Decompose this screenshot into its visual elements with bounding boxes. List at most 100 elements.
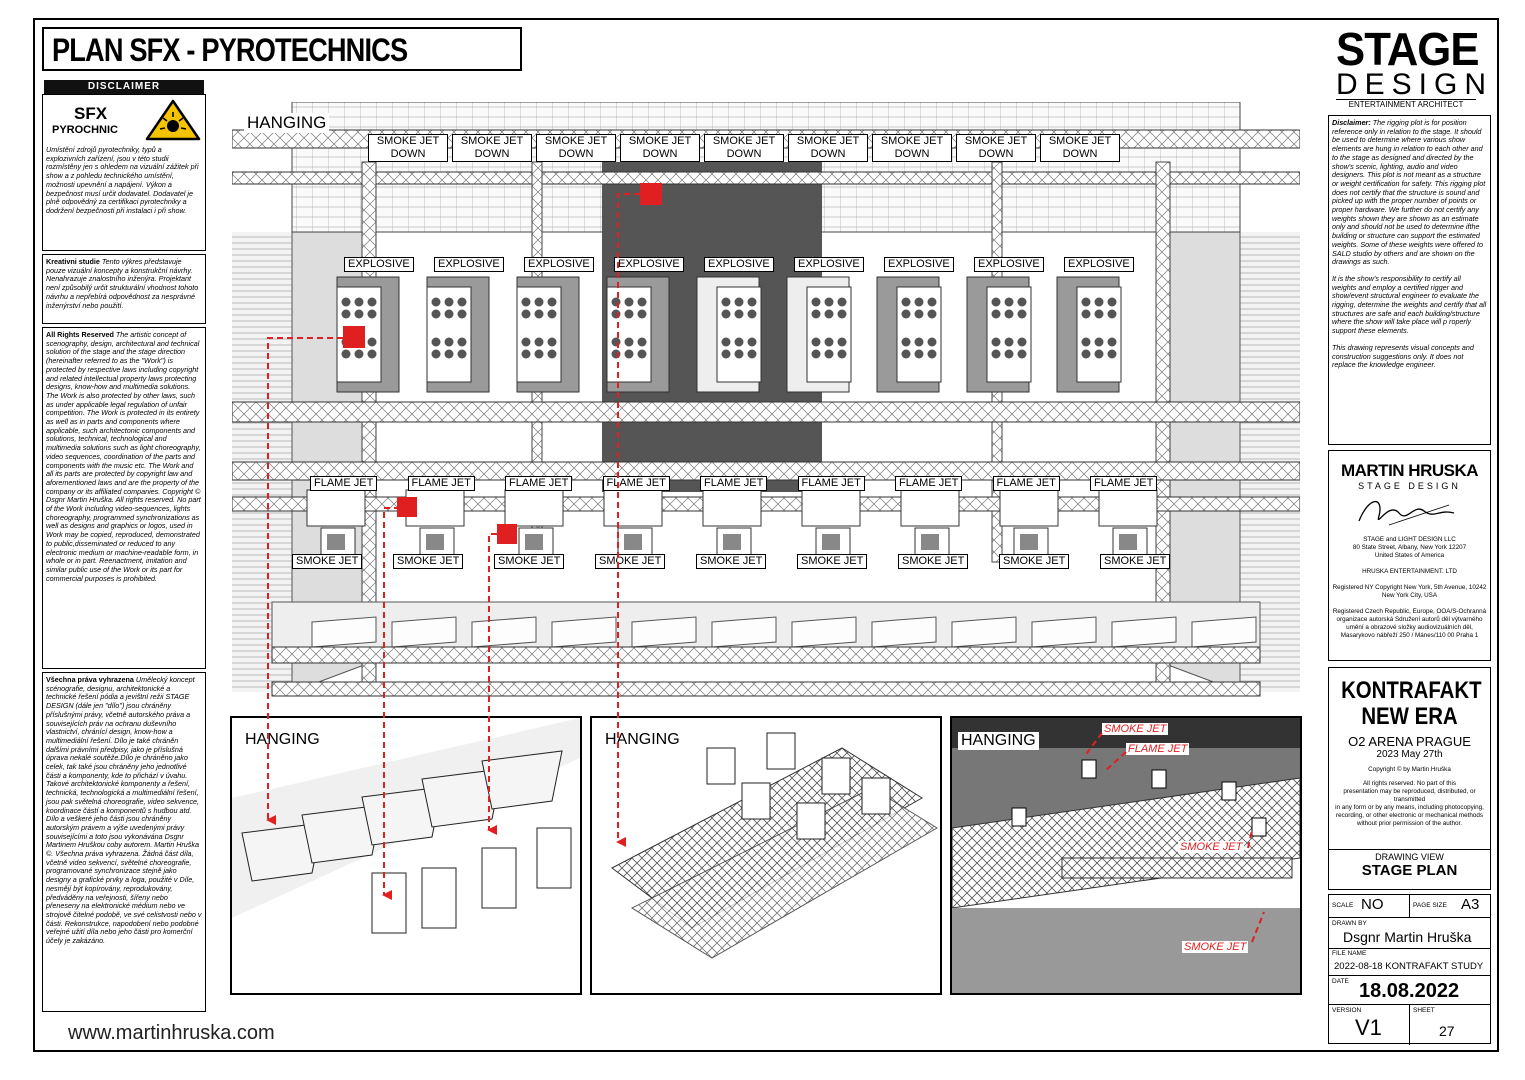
company-line: Registered NY Copyright New York, 5th Av… [1332,584,1487,591]
smoke-jet-tag: SMOKE JET [999,554,1070,569]
explosive-box [336,276,400,393]
vsechna-title: Všechna práva vyhrazena [46,675,134,684]
right-disclaimer-text: The rigging plot is for position referen… [1332,118,1486,267]
flame-jet-tag: FLAME JET [407,476,475,491]
explosive-box [606,276,670,393]
front-panel [1191,616,1257,648]
title-box: PLAN SFX - PYROTECHNICS [42,27,522,71]
panel-3-label: HANGING [958,732,1039,750]
panel-2-drawing [592,718,940,993]
title-block: SCALE NO PAGE SIZE A3 DRAWN BY Dsgnr Mar… [1328,894,1491,1045]
panel-3-callout-smoke-jet-1: SMOKE JET [1102,723,1169,735]
panel-2-box [706,747,736,785]
disclaimer-header: DISCLAIMER [44,80,204,94]
panel-1-unit [371,872,407,934]
panel-1-box [361,786,443,846]
company-line: United States of America [1374,552,1445,559]
company-line: organizace autorská Sdružení autorů děl … [1336,616,1483,623]
front-panel [311,616,377,648]
flame-jet-tag: FLAME JET [700,476,768,491]
explosive-tag: EXPLOSIVE [974,257,1044,272]
panel-3-callout-flame-jet: FLAME JET [1126,743,1190,755]
explosive-box [876,276,942,393]
smoke-jet-tag: SMOKE JET [898,554,969,569]
flame-smoke-unit [405,489,465,559]
explosive-tag: EXPLOSIVE [344,257,414,272]
front-panel [471,616,537,648]
smoke-jet-tag: SMOKE JET [696,554,767,569]
panel-1 [230,716,582,995]
flame-smoke-unit [900,489,960,559]
panel-1-drawing [232,718,580,993]
company-box: MARTIN HRUSKA STAGE DESIGN STAGE and LIG… [1328,450,1491,661]
drawing-frame [33,18,1499,1052]
panel-2-box [796,802,826,840]
explosive-box [696,276,762,393]
panel-3-drawing [952,718,1300,993]
explosive-tag: EXPLOSIVE [794,257,864,272]
company-line: 80 State Street, Albany, New York 12207 [1352,544,1467,551]
explosive-tag: EXPLOSIVE [884,257,954,272]
disclaimer-box: Disclaimer: The rigging plot is for posi… [1328,115,1491,445]
explosive-tag: EXPLOSIVE [1064,257,1134,272]
company-line [1329,600,1490,608]
signature [1358,500,1455,526]
vsechna-box: Všechna práva vyhrazena Umělecký koncept… [42,672,206,1012]
flame-jet-tag: FLAME JET [310,476,378,491]
front-panel [791,616,857,648]
flame-jet-tag: FLAME JET [992,476,1060,491]
flame-smoke-unit [999,489,1059,559]
flame-jet-tag: FLAME JET [895,476,963,491]
sfx-title: SFX [74,104,108,123]
kreativni-title: Kreativni studie [46,257,100,266]
panel-1-label: HANGING [242,731,323,749]
explosive-box [426,276,490,393]
company-line: New York City, USA [1381,592,1438,599]
company-line: umění a obrazové složky audiovizuálních … [1346,624,1473,631]
copyright-line: presentation may be reproduced, distribu… [1343,788,1476,795]
smoke-jet-tag: SMOKE JET [292,554,363,569]
flame-jet-tag: FLAME JET [797,476,865,491]
kreativni-box: Kreativni studie Tento výkres představuj… [42,254,206,324]
rights-box: All Rights Reserved The artistic concept… [42,327,206,669]
sfx-text: Umístění zdrojů pyrotechniky, typů a exp… [46,145,199,215]
explosive-box [1056,276,1122,393]
front-panel [631,616,697,648]
front-panel [951,616,1017,648]
explosive-tag: EXPLOSIVE [524,257,594,272]
panel-3 [950,716,1302,995]
explosive-warning-icon [145,99,201,141]
explosive-box [966,276,1032,393]
flame-smoke-unit [504,489,564,559]
rights-text: The artistic concept of scenography, des… [46,330,201,583]
front-panel [1031,616,1097,648]
kreativni-text: Tento výkres představuje pouze vizuální … [46,257,199,310]
copyright-line: without prior permission of the author. [1356,820,1462,827]
smoke-jet-tag: SMOKE JET [494,554,565,569]
panel-1-unit [421,867,457,929]
flame-smoke-unit [801,489,861,559]
panel-2-label: HANGING [602,731,683,749]
panel-2-box [821,757,851,795]
flame-jet-tag: FLAME JET [505,476,573,491]
website-link[interactable]: www.martinhruska.com [68,1022,275,1044]
explosive-boxes [336,276,1122,393]
panel-3-callout-smoke-jet-2: SMOKE JET [1178,841,1245,853]
right-disclaimer-title: Disclaimer: [1332,118,1371,127]
explosive-tag: EXPLOSIVE [434,257,504,272]
right-disclaimer-text-2: It is the show's responsibility to certi… [1332,273,1487,336]
main-stage-drawing [232,102,1300,702]
vsechna-text: Umělecký koncept scénografie, designu, a… [46,675,202,946]
copyright-line: recording, or other electronic or mechan… [1336,812,1483,819]
company-line: Registered Czech Republic, Europe, OOA/S… [1332,608,1487,615]
smoke-jet-tag: SMOKE JET [1100,554,1171,569]
